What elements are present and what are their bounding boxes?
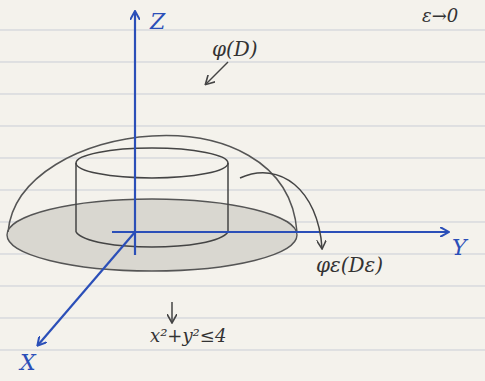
region-label: φε(Dε) [316, 254, 383, 276]
domain-label: x²+y²≤4 [150, 326, 226, 346]
paper-rules [0, 30, 485, 350]
dome [8, 136, 297, 232]
base-disk [7, 199, 297, 271]
region-label: φ(D) [212, 38, 258, 60]
leader-arrows [172, 62, 322, 322]
axis-label: X [20, 351, 36, 375]
axis-label: Y [452, 236, 467, 260]
axes [38, 12, 448, 345]
axis-label: Z [150, 10, 165, 34]
limit-note: ε→0 [422, 6, 458, 26]
